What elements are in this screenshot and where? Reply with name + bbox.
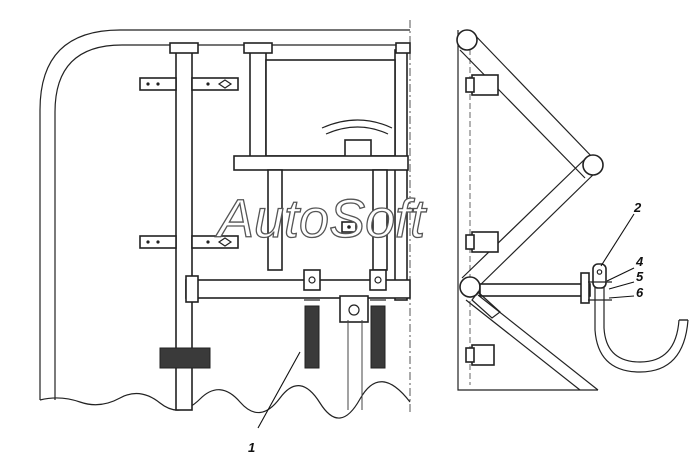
side-bracket [471, 231, 499, 253]
callout-2: 2 [633, 200, 642, 215]
side-view: 2 4 5 6 [456, 29, 689, 391]
upper-box [265, 59, 396, 157]
center-bracket [339, 295, 369, 323]
side-bracket [471, 344, 495, 366]
side-bracket-plate [465, 347, 475, 363]
bracket-middle [139, 235, 239, 249]
clamp-right [369, 269, 387, 369]
crossbar-upper [233, 155, 409, 171]
leader-1 [257, 351, 301, 429]
leader-4 [606, 267, 635, 282]
vertical-post-right [394, 49, 408, 301]
post-cap [169, 42, 199, 54]
watermark-text: AutoSoft [215, 189, 427, 249]
center-bolt [347, 225, 351, 229]
vertical-post-mid [249, 49, 267, 159]
leader-2 [600, 213, 635, 267]
saddle [321, 119, 393, 129]
clamp-left [303, 269, 321, 369]
post-cap [243, 42, 273, 54]
arm-plate [580, 272, 590, 304]
callout-4: 4 [635, 254, 644, 269]
frame-inner-tube [54, 44, 410, 400]
bracket-upper [139, 77, 239, 91]
saddle-inner [325, 126, 389, 135]
strut-base-a [477, 294, 599, 391]
pivot-top [456, 29, 478, 51]
strut-lower-a [474, 169, 599, 291]
front-view: 1 [39, 20, 411, 455]
strut-upper-a [469, 29, 596, 161]
strut-base-b [465, 299, 581, 391]
side-frame-base [457, 30, 598, 391]
strut-upper-b [459, 49, 586, 179]
leader-6 [608, 295, 635, 299]
pin-hole [596, 269, 603, 275]
side-bracket [471, 74, 499, 96]
arm-gusset [471, 291, 501, 319]
bracket-bolt [348, 304, 360, 316]
hook-arm [479, 283, 591, 297]
hook-outer [594, 268, 689, 373]
callout-5: 5 [636, 269, 644, 284]
callout-1: 1 [248, 440, 255, 455]
foot-block [159, 347, 211, 369]
side-bracket-plate [465, 234, 475, 250]
pivot-right [582, 154, 604, 176]
callout-6: 6 [636, 285, 644, 300]
leader-5 [608, 281, 635, 290]
beam-end [185, 275, 199, 303]
frame-outer-tube [39, 29, 410, 400]
break-line [39, 381, 411, 419]
hook-pin [592, 263, 607, 289]
inner-post [267, 169, 283, 271]
hook-inner [603, 268, 680, 363]
strut-lower-b [461, 157, 587, 279]
side-bracket-plate [465, 77, 475, 93]
post-cap [395, 42, 411, 54]
